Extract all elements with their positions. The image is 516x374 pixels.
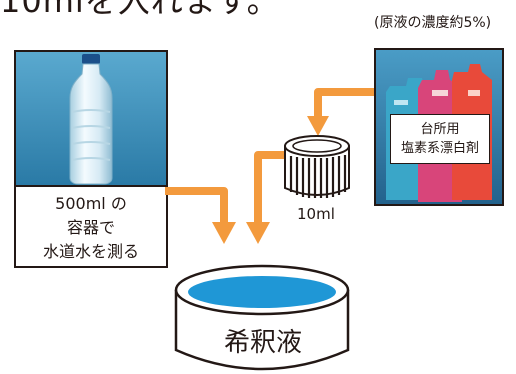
bleach-panel: 台所用 塩素系漂白剤 [374,48,504,206]
bleach-to-cap-arrow-line [314,88,374,118]
bottle-caption: 500ml の 容器で 水道水を測る [16,185,166,266]
bottle-caption-line-3: 水道水を測る [42,241,139,261]
bottle-to-bowl-arrow-line [165,187,228,224]
cap-to-bowl-arrow-line [254,151,284,224]
bottle-cap-icon [284,135,350,198]
bottle-to-bowl-arrow-head [212,222,236,244]
bottle-caption-line-1: 500ml の [55,193,127,213]
bleach-caption-line-1: 台所用 [420,122,460,137]
bleach-caption-line-2: 塩素系漂白剤 [400,141,479,156]
bowl-icon [174,264,350,371]
cap-amount-label: 10ml [297,205,335,223]
bleach-caption: 台所用 塩素系漂白剤 [390,114,490,164]
water-bottle-panel: 500ml の 容器で 水道水を測る [14,50,168,268]
bleach-to-cap-arrow-head [307,116,329,136]
cap-to-bowl-arrow-head [246,222,270,244]
bottle-caption-line-2: 容器で [66,217,115,237]
bottle-photo [16,52,166,185]
concentration-note: (原液の濃度約5%) [374,15,492,31]
bowl-label: 希釈液 [223,328,302,358]
instruction-heading: 10mlを入れます。 [0,0,280,20]
